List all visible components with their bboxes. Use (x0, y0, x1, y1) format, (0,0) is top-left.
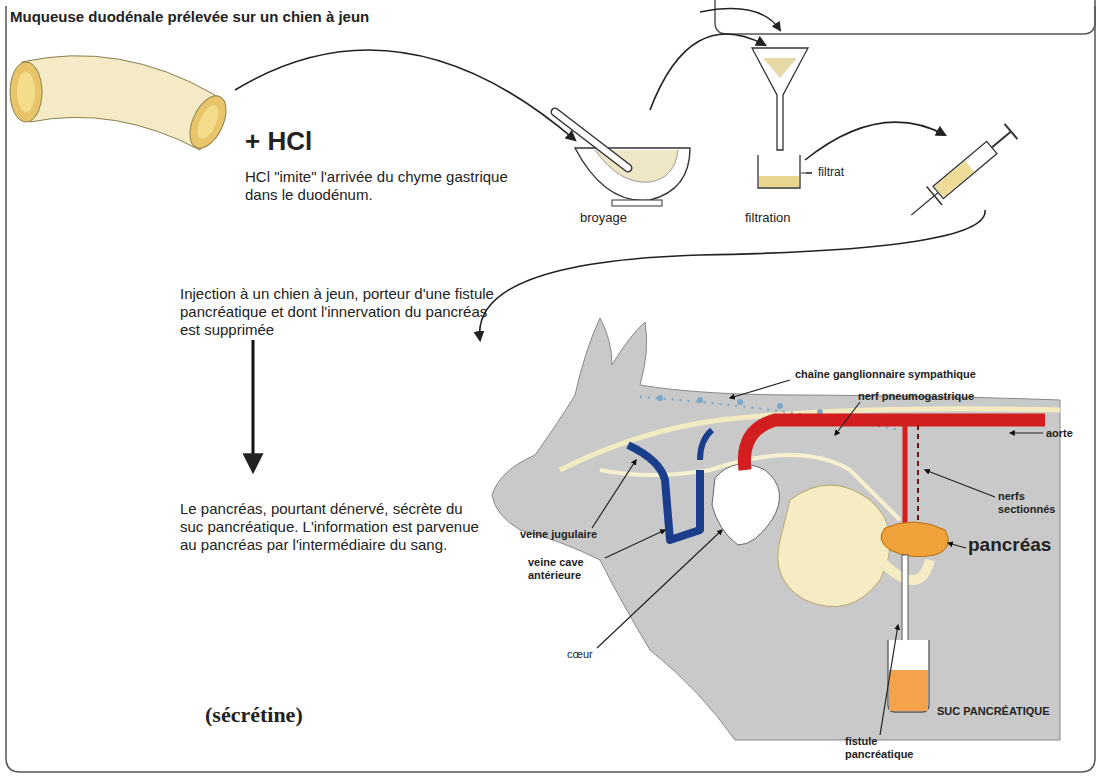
hormone-label: (sécrétine) (205, 702, 303, 728)
part-label: pancréas (968, 534, 1051, 557)
mortar (555, 112, 690, 206)
step-label: filtration (745, 210, 791, 226)
part-label: veine cave antérieure (528, 556, 608, 582)
part-label: aorte (1046, 427, 1073, 440)
note: Injection à un chien à jeun, porteur d'u… (180, 285, 510, 339)
dog (492, 318, 1060, 740)
title: Muqueuse duodénale prélevée sur un chien… (10, 8, 369, 26)
part-label: chaîne ganglionnaire sympathique (795, 368, 976, 381)
part-label: nerf pneumogastrique (858, 390, 974, 403)
part-label: SUC PANCRÉATIQUE (937, 705, 1050, 718)
note: Le pancréas, pourtant dénervé, sécrète d… (180, 500, 480, 554)
duodenum (10, 56, 233, 154)
step-label: filtrat (818, 165, 844, 179)
part-label: cœur (567, 648, 593, 661)
part-label: nerfs sectionnés (998, 490, 1063, 516)
part-label: fistule pancréatique (845, 735, 925, 761)
reagent-label: + HCl (245, 126, 312, 157)
funnel (752, 48, 812, 188)
note: HCl "imite" l'arrivée du chyme gastrique… (245, 168, 515, 204)
step-label: broyage (580, 210, 627, 226)
part-label: veine jugulaire (520, 528, 597, 541)
syringe (904, 122, 1019, 224)
